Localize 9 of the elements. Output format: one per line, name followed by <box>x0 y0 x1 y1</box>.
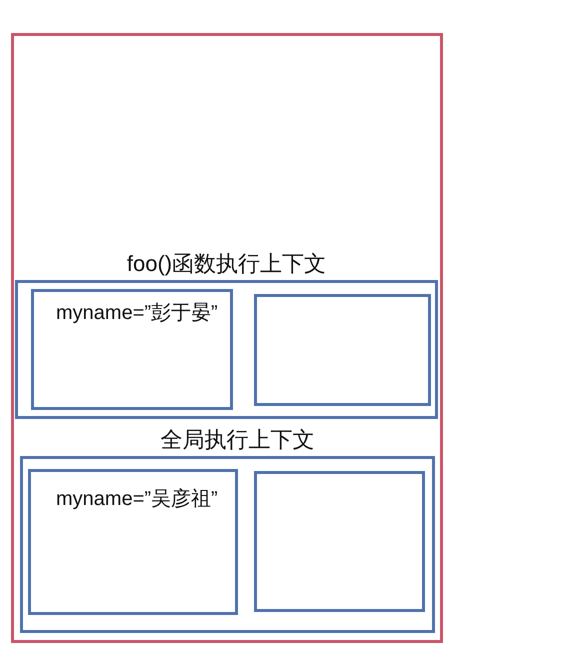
variable-text: myname=”吴彦祖” <box>56 487 218 511</box>
variable-box <box>28 469 238 615</box>
box-heading: 全局执行上下文 <box>160 427 314 453</box>
variable-box <box>31 289 233 410</box>
outer-box <box>11 33 443 643</box>
empty-box <box>254 294 431 406</box>
variable-text: myname=”彭于晏” <box>56 301 218 325</box>
box-heading: foo()函数执行上下文 <box>126 251 326 277</box>
empty-box <box>254 471 425 612</box>
